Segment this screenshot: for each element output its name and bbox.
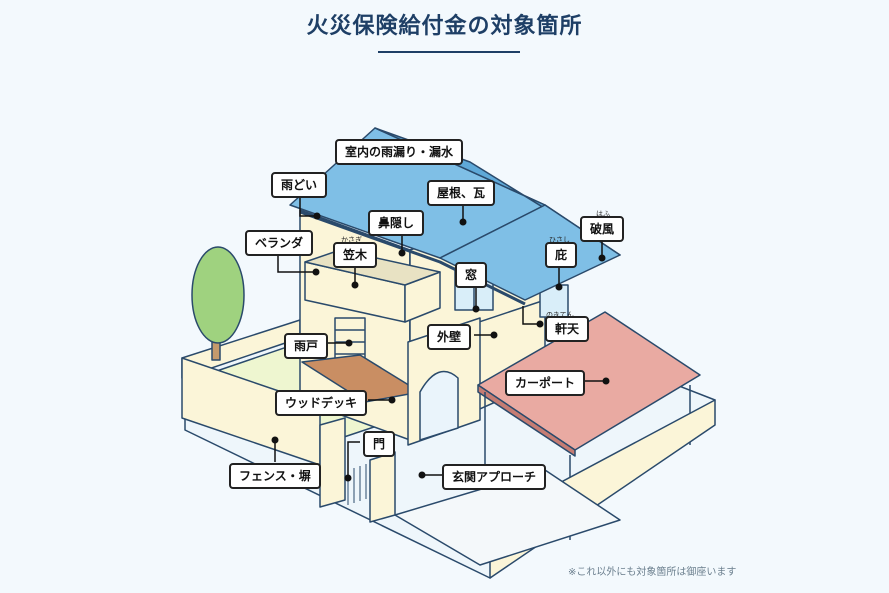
ruby-soffit: のきてん [546,311,574,319]
label-gate: 門 [363,431,396,457]
label-kasagi: 笠木 [333,242,378,268]
label-roof-tile: 屋根、瓦 [427,180,496,206]
ruby-eave: ひさし [549,236,570,244]
tree-crown [191,246,245,344]
label-shutter: 雨戸 [284,333,329,359]
footnote: ※これ以外にも対象箇所は御座います [568,567,737,578]
gate-wall [369,451,396,523]
page-title: 火災保険給付金の対象箇所 [306,14,583,39]
label-window: 窓 [455,262,488,288]
label-exterior-wall: 外壁 [427,324,472,350]
label-carport: カーポート [505,370,586,396]
gutter [299,210,526,306]
label-gutter: 雨どい [271,172,328,198]
label-hanakakushi: 鼻隠し [368,210,425,236]
porch-arch [419,370,459,441]
label-fence: フェンス・塀 [229,463,321,489]
ruby-kasagi: かさぎ [341,236,362,244]
label-eave: 庇 [545,242,578,268]
label-interior-leak: 室内の雨漏り・漏水 [335,139,464,165]
label-gable: 破風 [580,216,625,242]
title-underline [378,51,520,53]
gate-pillar [319,417,346,508]
label-wood-deck: ウッドデッキ [275,390,368,416]
label-soffit: 軒天 [545,316,590,342]
label-approach: 玄関アプローチ [442,464,547,490]
label-veranda: ベランダ [245,230,314,256]
carport-edge [477,384,576,457]
leader-dots [271,212,610,482]
ruby-gable: はふ [596,210,610,218]
